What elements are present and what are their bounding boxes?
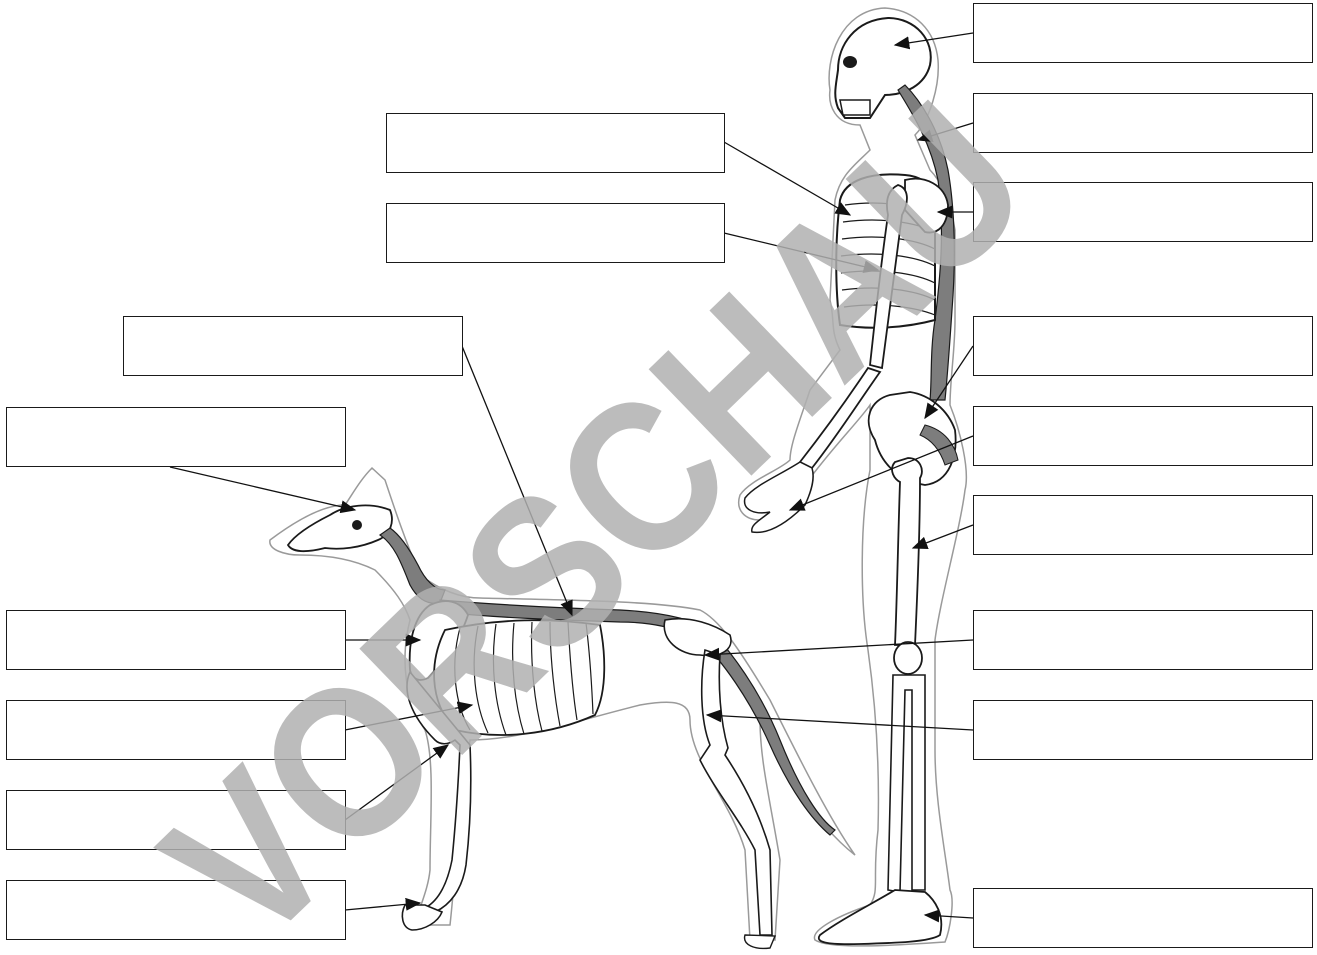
human-skeleton: [739, 8, 967, 946]
leader-human-femur: [913, 525, 973, 548]
leader-dog-elbow: [345, 745, 448, 820]
label-box-human-foot[interactable]: [973, 888, 1313, 948]
label-box-human-sternum[interactable]: [386, 113, 725, 173]
label-text: [7, 701, 345, 737]
label-text: [974, 4, 1312, 40]
label-text: [974, 407, 1312, 443]
label-text: [974, 701, 1312, 737]
label-text: [974, 889, 1312, 925]
label-box-human-pelvis[interactable]: [973, 316, 1313, 376]
label-text: [7, 611, 345, 647]
label-box-lower-leg[interactable]: [973, 700, 1313, 760]
label-box-knee[interactable]: [973, 610, 1313, 670]
label-text: [974, 496, 1312, 532]
leader-dog-spine: [462, 346, 572, 615]
label-box-human-femur[interactable]: [973, 495, 1313, 555]
dog-skull: [288, 505, 392, 551]
label-text: [974, 94, 1312, 130]
label-text: [387, 204, 724, 240]
label-box-human-scapula[interactable]: [973, 182, 1313, 242]
label-box-human-cervical-spine[interactable]: [973, 93, 1313, 153]
leader-dog-knee: [705, 640, 973, 655]
dog-skeleton: [270, 468, 855, 948]
dog-forepaw: [402, 905, 442, 930]
label-box-dog-elbow[interactable]: [6, 790, 346, 850]
dog-pelvis: [664, 619, 731, 656]
label-text: [7, 408, 345, 444]
leader-dog-skull: [170, 467, 355, 510]
label-text: [124, 317, 462, 353]
leader-dog-hind-leg: [707, 715, 973, 730]
label-text: [7, 881, 345, 917]
label-box-dog-spine[interactable]: [123, 316, 463, 376]
label-box-dog-scapula[interactable]: [6, 610, 346, 670]
human-kneecap: [894, 642, 922, 674]
dog-hind-leg: [700, 650, 772, 935]
leader-human-sternum: [724, 142, 850, 215]
label-box-human-skull[interactable]: [973, 3, 1313, 63]
label-text: [974, 317, 1312, 353]
dog-cervical-spine: [380, 528, 445, 603]
label-text: [7, 791, 345, 827]
label-box-dog-forepaw[interactable]: [6, 880, 346, 940]
human-foot: [819, 890, 942, 944]
human-femur: [892, 458, 922, 645]
label-text: [974, 611, 1312, 647]
label-box-human-ribs[interactable]: [386, 203, 725, 263]
label-box-dog-ribs[interactable]: [6, 700, 346, 760]
label-box-dog-skull[interactable]: [6, 407, 346, 467]
label-text: [974, 183, 1312, 219]
human-hand: [745, 462, 814, 532]
label-text: [387, 114, 724, 150]
label-box-human-hand[interactable]: [973, 406, 1313, 466]
human-tibia-fibula: [888, 675, 925, 892]
